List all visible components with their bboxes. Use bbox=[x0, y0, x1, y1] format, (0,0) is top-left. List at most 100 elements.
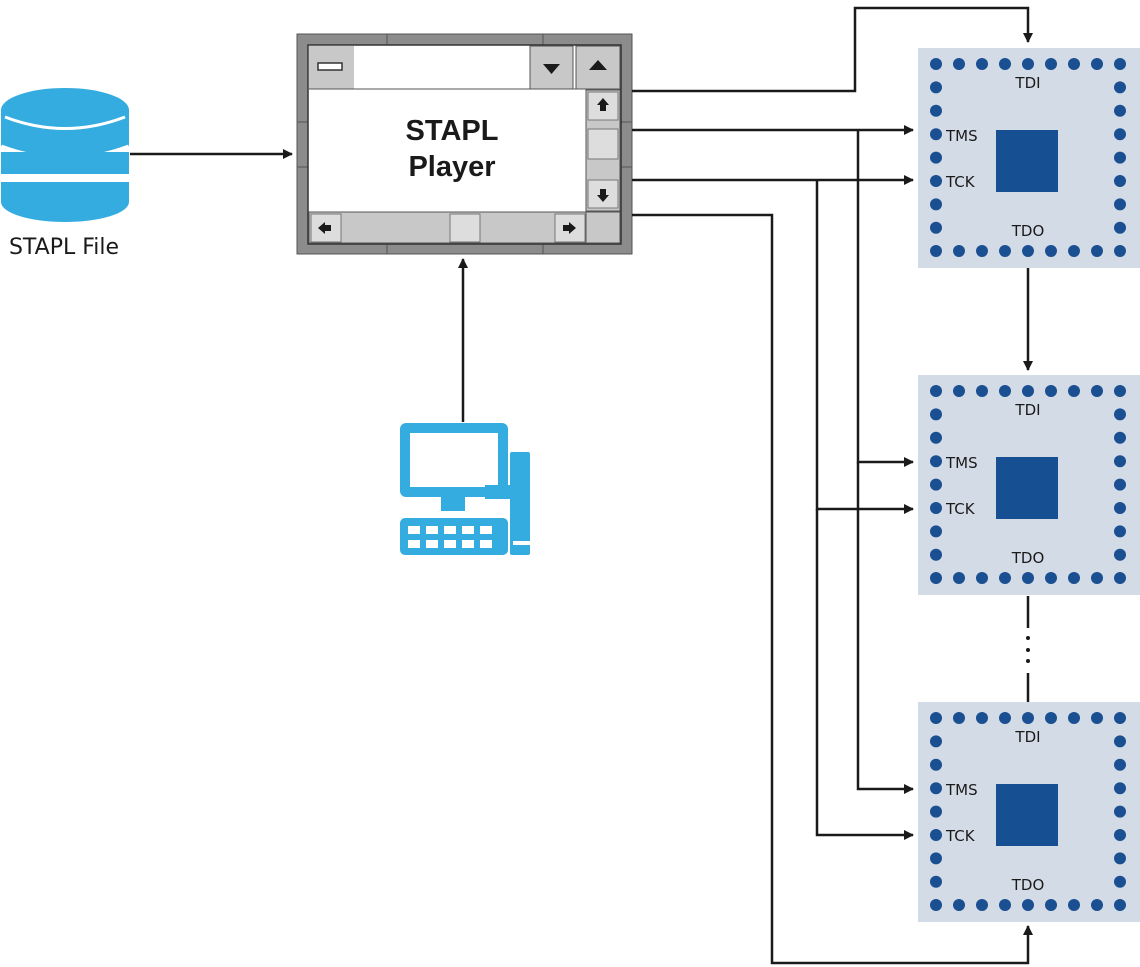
pin bbox=[930, 385, 942, 397]
pin bbox=[999, 899, 1011, 911]
tck-line-2 bbox=[815, 180, 914, 514]
pin bbox=[1114, 151, 1126, 164]
pin bbox=[976, 712, 988, 724]
device-die bbox=[996, 784, 1058, 846]
pin bbox=[1114, 245, 1126, 257]
pin bbox=[976, 245, 988, 257]
pin bbox=[976, 572, 988, 584]
pin bbox=[930, 875, 942, 888]
pin bbox=[1091, 245, 1103, 257]
tck-line-3 bbox=[815, 509, 914, 840]
pin bbox=[1114, 829, 1126, 841]
pin bbox=[953, 712, 965, 724]
tdo-label: TDO bbox=[1011, 876, 1045, 894]
pin bbox=[1068, 712, 1080, 724]
pin bbox=[1114, 478, 1126, 491]
pin bbox=[930, 221, 942, 234]
triangle-down-icon bbox=[543, 64, 560, 74]
pin bbox=[999, 385, 1011, 397]
pin bbox=[930, 502, 942, 514]
pin bbox=[1114, 572, 1126, 584]
pin bbox=[930, 81, 942, 94]
tck-label: TCK bbox=[945, 173, 976, 191]
pin bbox=[1045, 58, 1057, 70]
tdi-line bbox=[632, 6, 1033, 93]
pin bbox=[930, 104, 942, 117]
pin bbox=[1068, 899, 1080, 911]
pin bbox=[1114, 782, 1126, 795]
horizontal-scrollbar[interactable] bbox=[308, 211, 587, 244]
device-die bbox=[996, 130, 1058, 192]
pin bbox=[1022, 572, 1034, 584]
pin bbox=[999, 245, 1011, 257]
pin bbox=[930, 899, 942, 911]
pin bbox=[1045, 899, 1057, 911]
pin bbox=[930, 525, 942, 538]
pin bbox=[930, 128, 942, 141]
pin bbox=[930, 198, 942, 211]
pin bbox=[1091, 572, 1103, 584]
pin bbox=[1114, 431, 1126, 444]
pin bbox=[1114, 221, 1126, 234]
pin bbox=[953, 58, 965, 70]
pin bbox=[1114, 455, 1126, 468]
pin bbox=[1114, 81, 1126, 94]
pin bbox=[930, 408, 942, 421]
pin bbox=[953, 899, 965, 911]
pin bbox=[1114, 875, 1126, 888]
triangle-up-icon bbox=[589, 60, 607, 70]
stapl-file-label: STAPL File bbox=[9, 235, 119, 260]
pin bbox=[976, 58, 988, 70]
tdi-label: TDI bbox=[1014, 74, 1040, 92]
pin bbox=[1114, 899, 1126, 911]
pin bbox=[930, 852, 942, 865]
pin bbox=[1091, 58, 1103, 70]
pin bbox=[1068, 385, 1080, 397]
pin bbox=[930, 572, 942, 584]
pin bbox=[930, 758, 942, 771]
tdo-label: TDO bbox=[1011, 222, 1045, 240]
tdo-label: TDO bbox=[1011, 549, 1045, 567]
jtag-connections bbox=[632, 6, 1033, 965]
arrow-right-icon bbox=[563, 222, 576, 234]
pin bbox=[930, 431, 942, 444]
pin bbox=[953, 572, 965, 584]
scroll-right-button[interactable] bbox=[554, 213, 586, 243]
tdi-label: TDI bbox=[1014, 728, 1040, 746]
pin bbox=[930, 548, 942, 561]
pin bbox=[1114, 525, 1126, 538]
pin bbox=[1114, 758, 1126, 771]
pin bbox=[1114, 502, 1126, 514]
pin bbox=[1114, 128, 1126, 141]
pin bbox=[1114, 852, 1126, 865]
stapl-player-window: STAPL Player bbox=[296, 33, 633, 255]
horizontal-scroll-thumb[interactable] bbox=[449, 213, 481, 243]
pin bbox=[930, 735, 942, 748]
pin bbox=[930, 829, 942, 841]
pin bbox=[1068, 58, 1080, 70]
minimize-icon bbox=[317, 62, 343, 71]
pin bbox=[953, 245, 965, 257]
pin bbox=[999, 58, 1011, 70]
pin bbox=[1022, 712, 1034, 724]
pin bbox=[930, 245, 942, 257]
pin bbox=[930, 782, 942, 795]
tms-line-3 bbox=[856, 462, 914, 794]
pin bbox=[1068, 245, 1080, 257]
ellipsis-dots bbox=[1026, 636, 1030, 663]
pin bbox=[1045, 385, 1057, 397]
arrow-left-icon bbox=[318, 222, 331, 234]
tck-label: TCK bbox=[945, 500, 976, 518]
pin bbox=[1022, 385, 1034, 397]
device-die bbox=[996, 457, 1058, 519]
pin bbox=[1114, 198, 1126, 211]
database-icon bbox=[0, 88, 131, 222]
vertical-scroll-thumb[interactable] bbox=[587, 128, 619, 160]
pin bbox=[1114, 805, 1126, 818]
pin bbox=[930, 58, 942, 70]
tdo-return-line bbox=[632, 213, 1033, 965]
pin bbox=[1114, 408, 1126, 421]
arrow-up-icon bbox=[597, 98, 609, 111]
